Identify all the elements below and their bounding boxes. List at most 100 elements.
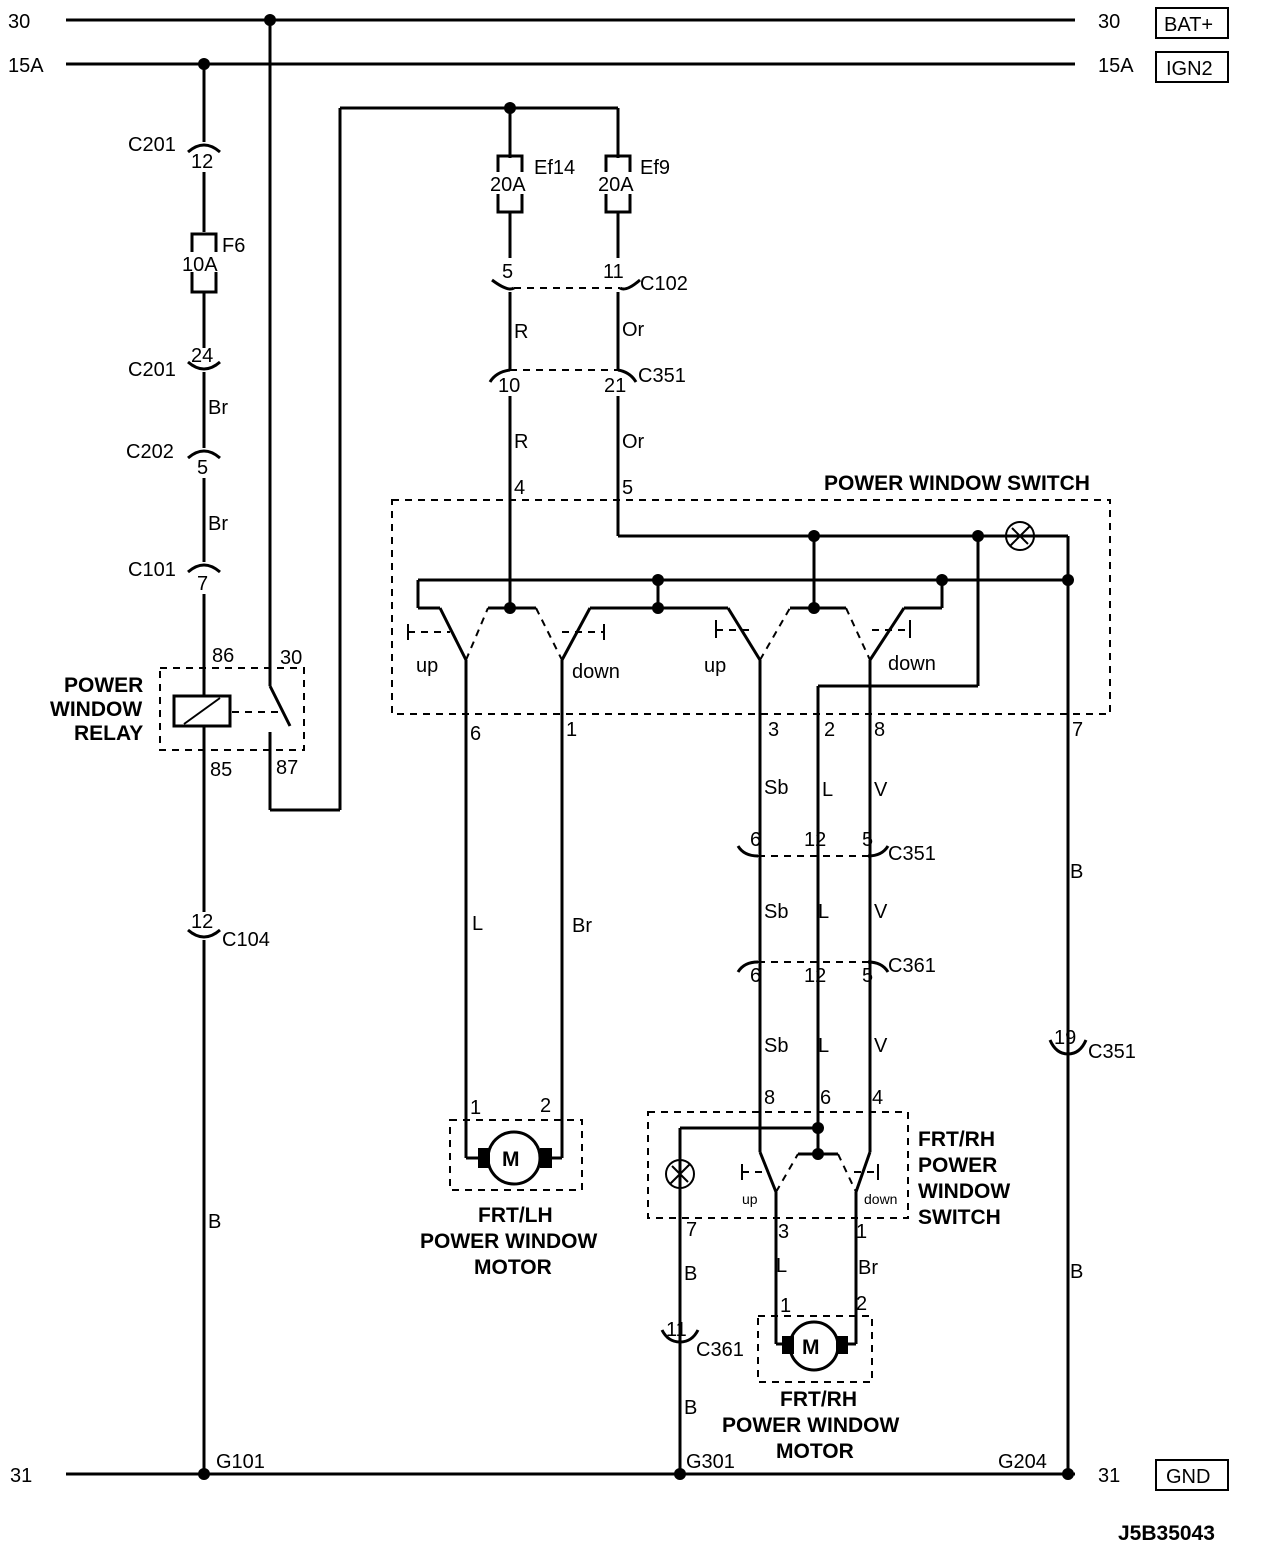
pws-pin-6: 6 [470,723,481,745]
rh-switch-title-3: WINDOW [918,1180,1010,1203]
wire-or-2: Or [622,431,645,453]
c202-pin-5: 5 [197,457,208,479]
rh-motor-pin-2: 2 [856,1293,867,1315]
wire-l-2: L [818,901,829,923]
relay-pin-85: 85 [210,759,232,781]
c351-pin-12: 12 [804,829,826,851]
c361-label-b: C361 [696,1339,744,1361]
wire-sb-1: Sb [764,777,788,799]
bat-rail-right-label: 30 [1098,11,1120,33]
lh-motor-title-1: FRT/LH [478,1204,553,1227]
rh-switch-title-2: POWER [918,1154,997,1177]
rh-sw-pin-8: 8 [764,1087,775,1109]
c202-label: C202 [126,441,174,463]
wire-br-2: Br [208,513,228,535]
ef14-label: Ef14 [534,157,575,179]
rh-sw-illumination-lamp [665,1159,695,1189]
rh-up-label: up [704,655,726,677]
pws-pin-1: 1 [566,719,577,741]
wire-sb-2: Sb [764,901,788,923]
wire-l-1: L [822,779,833,801]
c351-pin-5: 5 [862,829,873,851]
ign-rail-left-label: 15A [8,55,44,77]
ign-rail: 15A 15A IGN2 [8,51,1229,83]
frt-lh-motor: L Br 1 2 M FRT/LH POWER WINDOW MOTOR [420,913,597,1279]
relay-switch-supply: 20A Ef14 20A Ef9 5 11 C102 R Or 10 21 C3… [264,14,688,812]
f6-rating: 10A [182,254,218,276]
c201-pin-12: 12 [191,151,213,173]
c351-pin-21: 21 [604,375,626,397]
rh-motor-title-3: MOTOR [776,1440,854,1463]
wire-b-5: B [684,1397,697,1419]
c361-label-a: C361 [888,955,936,977]
relay-pin-86: 86 [212,645,234,667]
wire-b-2: B [1070,861,1083,883]
relay-coil-feed: C201 12 10A F6 24 C201 Br C202 5 Br C101… [50,58,305,1480]
c351-pin-10: 10 [498,375,520,397]
gnd-rail-right-label: 31 [1098,1465,1120,1487]
relay-title-1: POWER [64,674,143,697]
c361-pin-12: 12 [804,965,826,987]
wire-sb-3: Sb [764,1035,788,1057]
wire-r-1: R [514,321,528,343]
power-window-switch: POWER WINDOW SWITCH up down [391,472,1111,1474]
wire-br-rh: Br [858,1257,878,1279]
c361-pin-6: 6 [750,965,761,987]
wire-b-1: B [208,1211,221,1233]
c102-pin-5: 5 [502,261,513,283]
pws-illumination-lamp [1005,521,1035,551]
rh-motor-title-1: FRT/RH [780,1388,857,1411]
gnd-tag: GND [1166,1466,1210,1488]
wire-b-4: B [684,1263,697,1285]
frt-rh-motor: 1 2 M FRT/RH POWER WINDOW MOTOR [722,1293,899,1463]
rh-motor-title-2: POWER WINDOW [722,1414,899,1437]
g204-label: G204 [998,1451,1047,1473]
lh-up-label: up [416,655,438,677]
relay-pin-30: 30 [280,647,302,669]
g301-label: G301 [686,1451,735,1473]
rh-sw-pin-1: 1 [856,1221,867,1243]
pws-pin-8: 8 [874,719,885,741]
c351-pin-19: 19 [1054,1027,1076,1049]
wire-r-2: R [514,431,528,453]
pws-pin-5: 5 [622,477,633,499]
wire-or-1: Or [622,319,645,341]
relay-pin-87: 87 [276,757,298,779]
c102-label: C102 [640,273,688,295]
wire-v-1: V [874,779,888,801]
rh-sw-pin-3: 3 [778,1221,789,1243]
figure-code: J5B35043 [1118,1522,1215,1545]
lh-motor-pin-2: 2 [540,1095,551,1117]
wire-br-lh: Br [572,915,592,937]
rh-sw-down-label: down [864,1191,897,1207]
rh-motor-m: M [802,1336,820,1359]
gnd-rail: 31 31 GND [10,1459,1229,1491]
f6-label: F6 [222,235,245,257]
ef9-rating: 20A [598,174,634,196]
relay-title-2: WINDOW [50,698,142,721]
c104-label: C104 [222,929,270,951]
lh-motor-title-2: POWER WINDOW [420,1230,597,1253]
pws-pin-4: 4 [514,477,525,499]
pws-pin-3: 3 [768,719,779,741]
wire-b-3: B [1070,1261,1083,1283]
c351-label-b: C351 [888,843,936,865]
c351-label-c: C351 [1088,1041,1136,1063]
c361-pin-5: 5 [862,965,873,987]
lh-motor-title-3: MOTOR [474,1256,552,1279]
rh-sw-pin-4: 4 [872,1087,883,1109]
wire-v-3: V [874,1035,888,1057]
rh-switch-title-1: FRT/RH [918,1128,995,1151]
c351-pin-6: 6 [750,829,761,851]
wire-l-3: L [818,1035,829,1057]
wire-br-1: Br [208,397,228,419]
rh-motor-pin-1: 1 [780,1295,791,1317]
bat-plus-tag: BAT+ [1164,14,1213,36]
bat-rail-left-label: 30 [8,11,30,33]
lh-motor-pin-1: 1 [470,1097,481,1119]
ign2-tag: IGN2 [1166,58,1213,80]
gnd-rail-left-label: 31 [10,1465,32,1487]
passenger-harness: Sb L V 6 12 5 C351 Sb L V 6 12 5 C361 Sb… [736,777,1136,1480]
c201-label-b: C201 [128,359,176,381]
